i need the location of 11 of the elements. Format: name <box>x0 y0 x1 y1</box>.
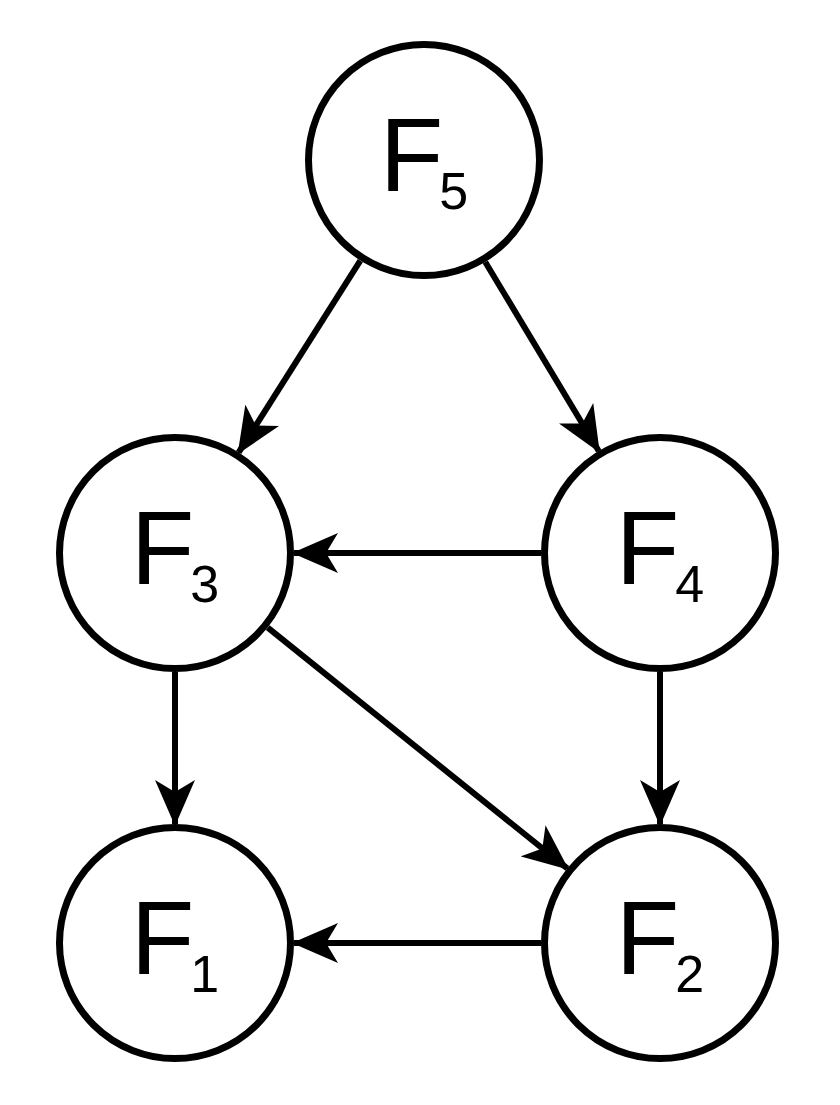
node-label: F$_{1}$ <box>130 885 220 1001</box>
node-label: F$_{2}$ <box>615 885 705 1001</box>
arrow <box>482 260 602 453</box>
arrow <box>292 923 541 963</box>
arrow <box>236 258 363 455</box>
arrow <box>292 533 541 573</box>
node-label: F$_{3}$ <box>130 495 220 611</box>
arrow <box>155 672 195 826</box>
node-label: F$_{5}$ <box>379 102 469 218</box>
arrow <box>640 672 680 826</box>
node-label: F$_{4}$ <box>615 495 705 611</box>
